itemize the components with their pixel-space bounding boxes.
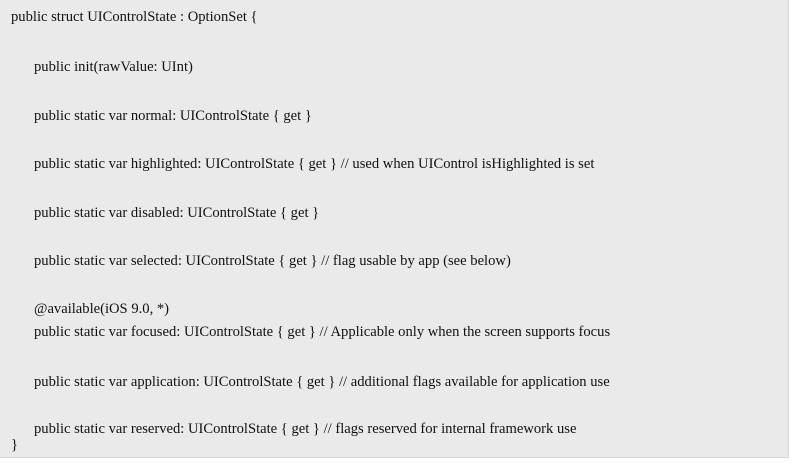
available-attribute-line: @available(iOS 9.0, *) [34,301,170,317]
disabled-line: public static var disabled: UIControlSta… [34,205,320,221]
selected-line: public static var selected: UIControlSta… [34,253,511,269]
struct-declaration-line: public struct UIControlState : OptionSet… [11,9,258,25]
init-line: public init(rawValue: UInt) [34,59,193,75]
highlighted-line: public static var highlighted: UIControl… [34,156,595,172]
application-line: public static var application: UIControl… [34,374,610,390]
reserved-line: public static var reserved: UIControlSta… [34,421,577,437]
focused-line: public static var focused: UIControlStat… [34,324,611,340]
normal-line: public static var normal: UIControlState… [34,108,312,124]
closing-brace-line: } [11,437,19,453]
code-block: public struct UIControlState : OptionSet… [0,0,789,458]
